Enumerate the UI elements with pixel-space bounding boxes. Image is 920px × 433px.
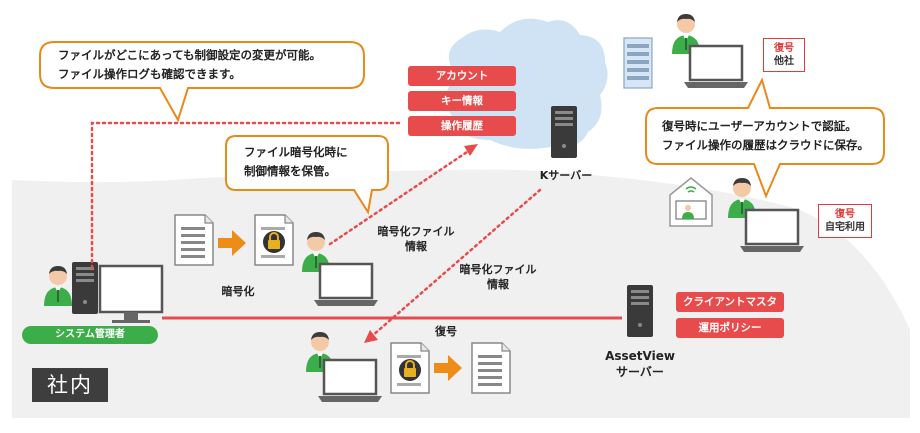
cloud-item-key-info: キー情報 — [408, 91, 516, 111]
k-server-label: Kサーバー — [539, 169, 593, 182]
label-encrypt: 暗号化 — [221, 285, 255, 298]
label-encrypt-info-line2: 情報 — [405, 240, 427, 253]
assetview-server-label: AssetView サーバー — [598, 348, 682, 380]
tag-home-use: 復号 自宅利用 — [818, 204, 872, 238]
bubble-top-left-line1: ファイルがどこにあっても制御設定の変更が可能。 — [58, 48, 322, 62]
company-label: 社内 — [32, 368, 108, 402]
bubble-top-left: ファイルがどこにあっても制御設定の変更が可能。 ファイル操作ログも確認できます。 — [58, 46, 358, 84]
label-encrypt-info-line1: 暗号化ファイル — [377, 225, 455, 238]
label-decrypt-info-line1: 暗号化ファイル — [459, 263, 537, 276]
label-decrypt-info: 暗号化ファイル 情報 — [448, 262, 548, 292]
tag-home-use-line1: 復号 — [835, 209, 855, 220]
assetview-server-label-line2: サーバー — [616, 365, 664, 379]
tag-other-company-line1: 復号 — [774, 43, 794, 54]
bubble-right-line1: 復号時にユーザーアカウントで認証。 — [662, 119, 857, 133]
asset-item-operation-policy: 運用ポリシー — [676, 318, 784, 338]
bubble-right: 復号時にユーザーアカウントで認証。 ファイル操作の履歴はクラウドに保存。 — [662, 117, 882, 155]
label-decrypt-info-line2: 情報 — [487, 278, 509, 291]
admin-badge: システム管理者 — [22, 326, 158, 344]
bubble-right-line2: ファイル操作の履歴はクラウドに保存。 — [662, 138, 869, 152]
bubble-top-left-line2: ファイル操作ログも確認できます。 — [58, 67, 241, 81]
label-decrypt: 復号 — [435, 325, 457, 338]
bubble-middle: ファイル暗号化時に 制御情報を保管。 — [244, 143, 384, 181]
cloud-item-operation-history: 操作履歴 — [408, 116, 516, 136]
label-encrypt-info: 暗号化ファイル 情報 — [366, 224, 466, 254]
bubble-middle-line2: 制御情報を保管。 — [244, 164, 336, 178]
bubble-middle-line1: ファイル暗号化時に — [244, 145, 348, 159]
tag-other-company-line2: 他社 — [774, 56, 794, 67]
tag-other-company: 復号 他社 — [763, 38, 805, 72]
cloud-item-account: アカウント — [408, 66, 516, 86]
assetview-server-label-line1: AssetView — [605, 349, 675, 363]
tag-home-use-line2: 自宅利用 — [825, 222, 865, 233]
asset-item-client-master: クライアントマスタ — [676, 292, 784, 312]
